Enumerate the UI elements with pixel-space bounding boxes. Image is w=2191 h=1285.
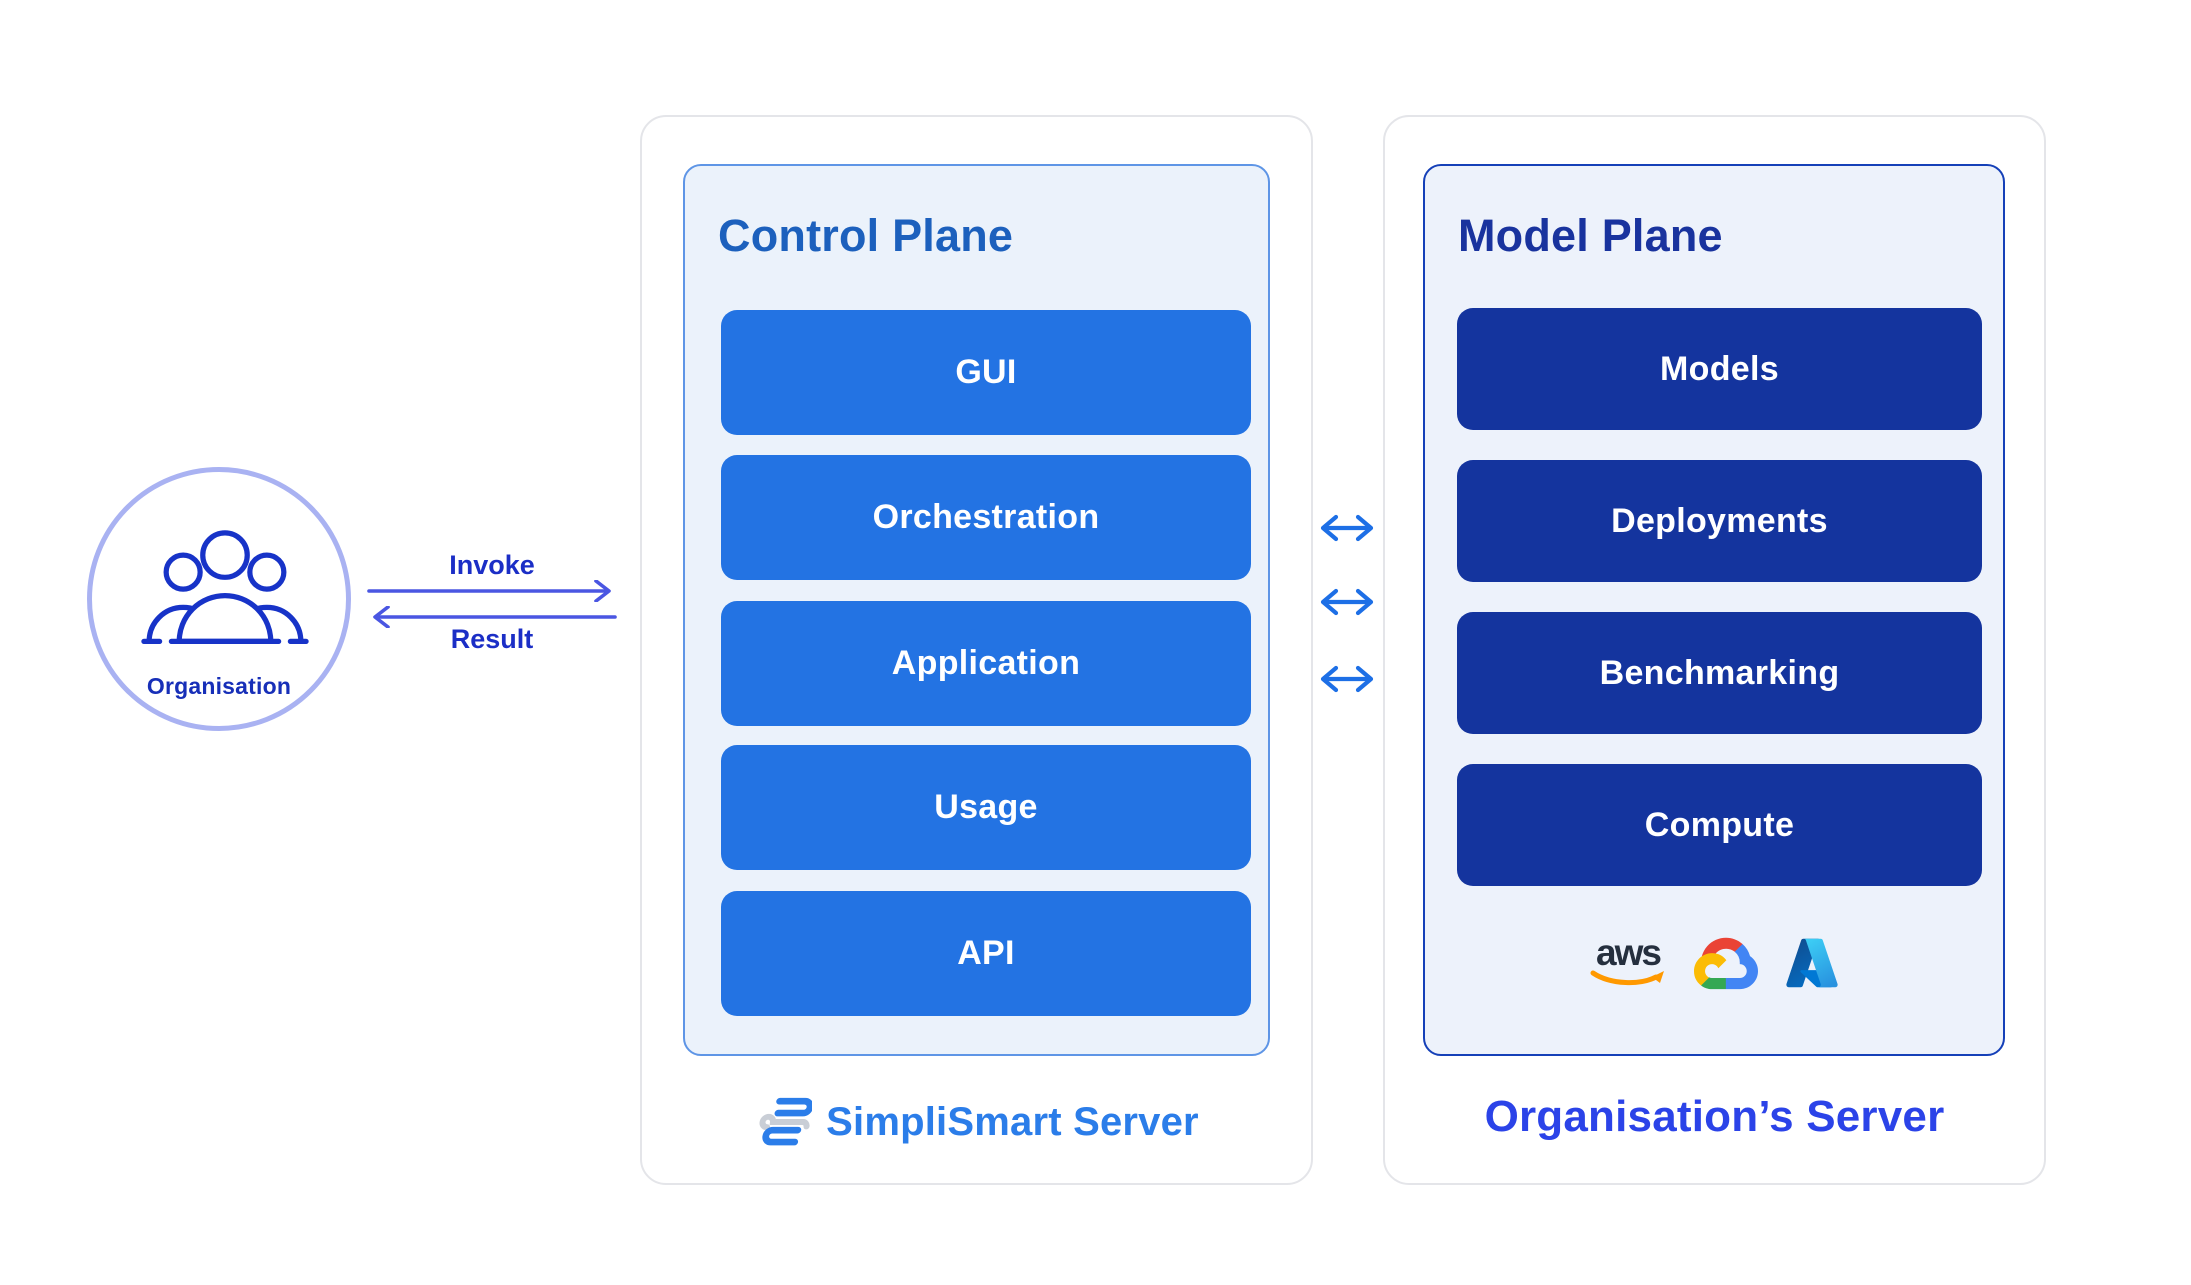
cloud-providers: aws [1425, 928, 2003, 998]
simplismart-logo-icon [759, 1097, 813, 1146]
module-benchmarking: Benchmarking [1457, 612, 1982, 734]
sync-arrow-icon [1320, 665, 1374, 693]
result-label: Result [450, 624, 534, 654]
people-icon [141, 530, 309, 645]
simplismart-caption-text: SimpliSmart Server [826, 1099, 1199, 1144]
control-plane-box: Control Plane GUI Orchestration Applicat… [683, 164, 1270, 1056]
sync-arrow-icon [1320, 514, 1374, 542]
invoke-label: Invoke [449, 550, 535, 580]
module-api: API [721, 891, 1251, 1016]
google-cloud-logo-icon [1694, 937, 1758, 989]
module-models: Models [1457, 308, 1982, 430]
simplismart-server-panel: Control Plane GUI Orchestration Applicat… [640, 115, 1313, 1185]
aws-swoosh-icon [1590, 970, 1664, 985]
simplismart-caption: SimpliSmart Server [642, 1092, 1311, 1152]
azure-logo-icon [1786, 938, 1838, 988]
aws-logo-icon: aws [1588, 932, 1668, 988]
module-usage: Usage [721, 745, 1251, 870]
org-server-caption-text: Organisation’s Server [1484, 1092, 1945, 1141]
sync-arrow-icon [1320, 588, 1374, 616]
module-gui: GUI [721, 310, 1251, 435]
module-application: Application [721, 601, 1251, 726]
result-arrow-icon [373, 606, 617, 628]
invoke-arrow-icon [367, 580, 611, 602]
control-plane-title: Control Plane [718, 210, 1014, 261]
aws-wordmark: aws [1596, 932, 1662, 974]
organisation-server-panel: Model Plane Models Deployments Benchmark… [1383, 115, 2046, 1185]
module-orchestration: Orchestration [721, 455, 1251, 580]
organisation-node: Organisation [87, 467, 351, 731]
module-deployments: Deployments [1457, 460, 1982, 582]
organisation-label: Organisation [146, 673, 292, 699]
model-plane-title: Model Plane [1458, 210, 1723, 261]
model-plane-box: Model Plane Models Deployments Benchmark… [1423, 164, 2005, 1056]
org-server-caption: Organisation’s Server [1385, 1092, 2044, 1142]
module-compute: Compute [1457, 764, 1982, 886]
flow-arrows: Invoke Result [366, 550, 618, 658]
